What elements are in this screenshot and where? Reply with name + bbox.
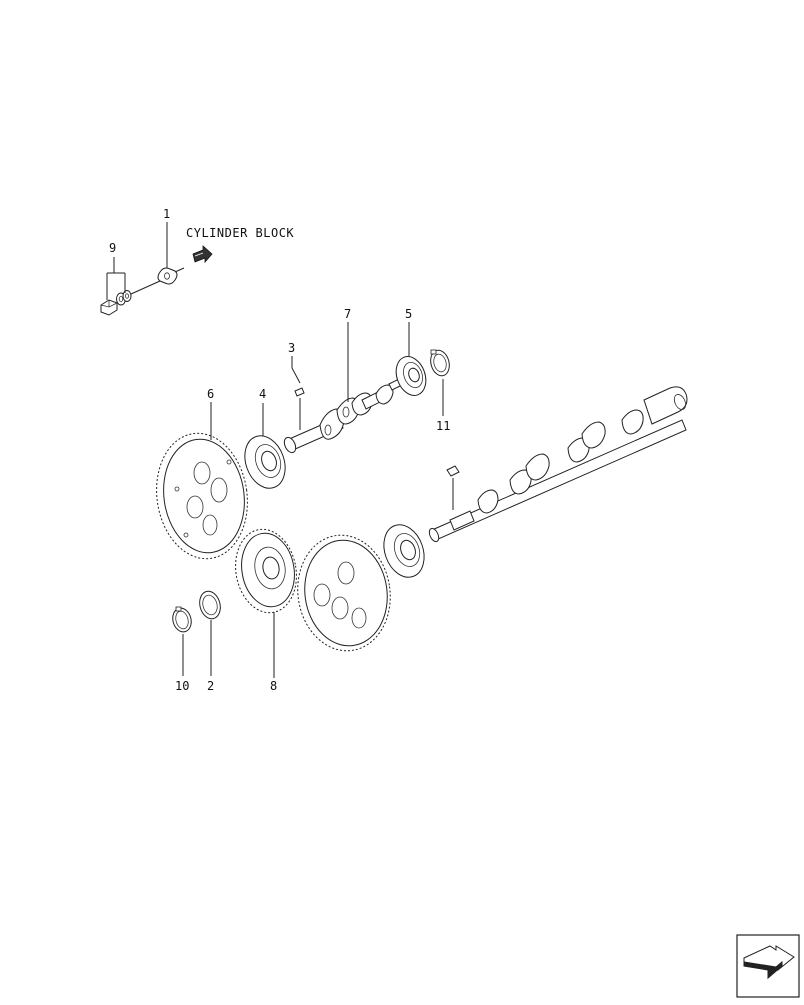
callout-1: 1 bbox=[163, 207, 170, 221]
callout-5: 5 bbox=[405, 307, 412, 321]
woodruff-key-part bbox=[294, 387, 305, 397]
bearing-part-long-shaft bbox=[383, 524, 425, 578]
callout-8: 8 bbox=[270, 679, 277, 693]
driven-gear-part bbox=[297, 534, 391, 652]
page-nav-arrow-icon[interactable] bbox=[736, 934, 800, 998]
short-camshaft-part bbox=[283, 378, 403, 454]
callout-3-leader bbox=[291, 356, 301, 384]
callout-6: 6 bbox=[207, 387, 214, 401]
callout-9: 9 bbox=[109, 241, 116, 255]
callout-2: 2 bbox=[207, 679, 214, 693]
reference-label: CYLINDER BLOCK bbox=[186, 226, 294, 240]
bolt-washer-assembly bbox=[100, 280, 161, 316]
callout-3: 3 bbox=[288, 341, 295, 355]
callout-10: 10 bbox=[175, 679, 189, 693]
washer-part-2 bbox=[199, 590, 221, 620]
callout-9-leader bbox=[106, 257, 126, 300]
long-camshaft-part bbox=[428, 386, 688, 543]
cam-gear-part bbox=[235, 528, 297, 614]
idler-gear-part bbox=[156, 432, 248, 560]
callout-11: 11 bbox=[436, 419, 450, 433]
callout-4: 4 bbox=[259, 387, 266, 401]
snap-ring-part-11 bbox=[430, 349, 450, 377]
thrust-plate-part bbox=[157, 267, 185, 285]
bearing-part-5 bbox=[395, 356, 427, 396]
callout-7: 7 bbox=[344, 307, 351, 321]
bearing-part-4 bbox=[244, 435, 286, 489]
arrow-right-icon bbox=[192, 245, 213, 264]
snap-ring-part-10 bbox=[172, 606, 192, 633]
